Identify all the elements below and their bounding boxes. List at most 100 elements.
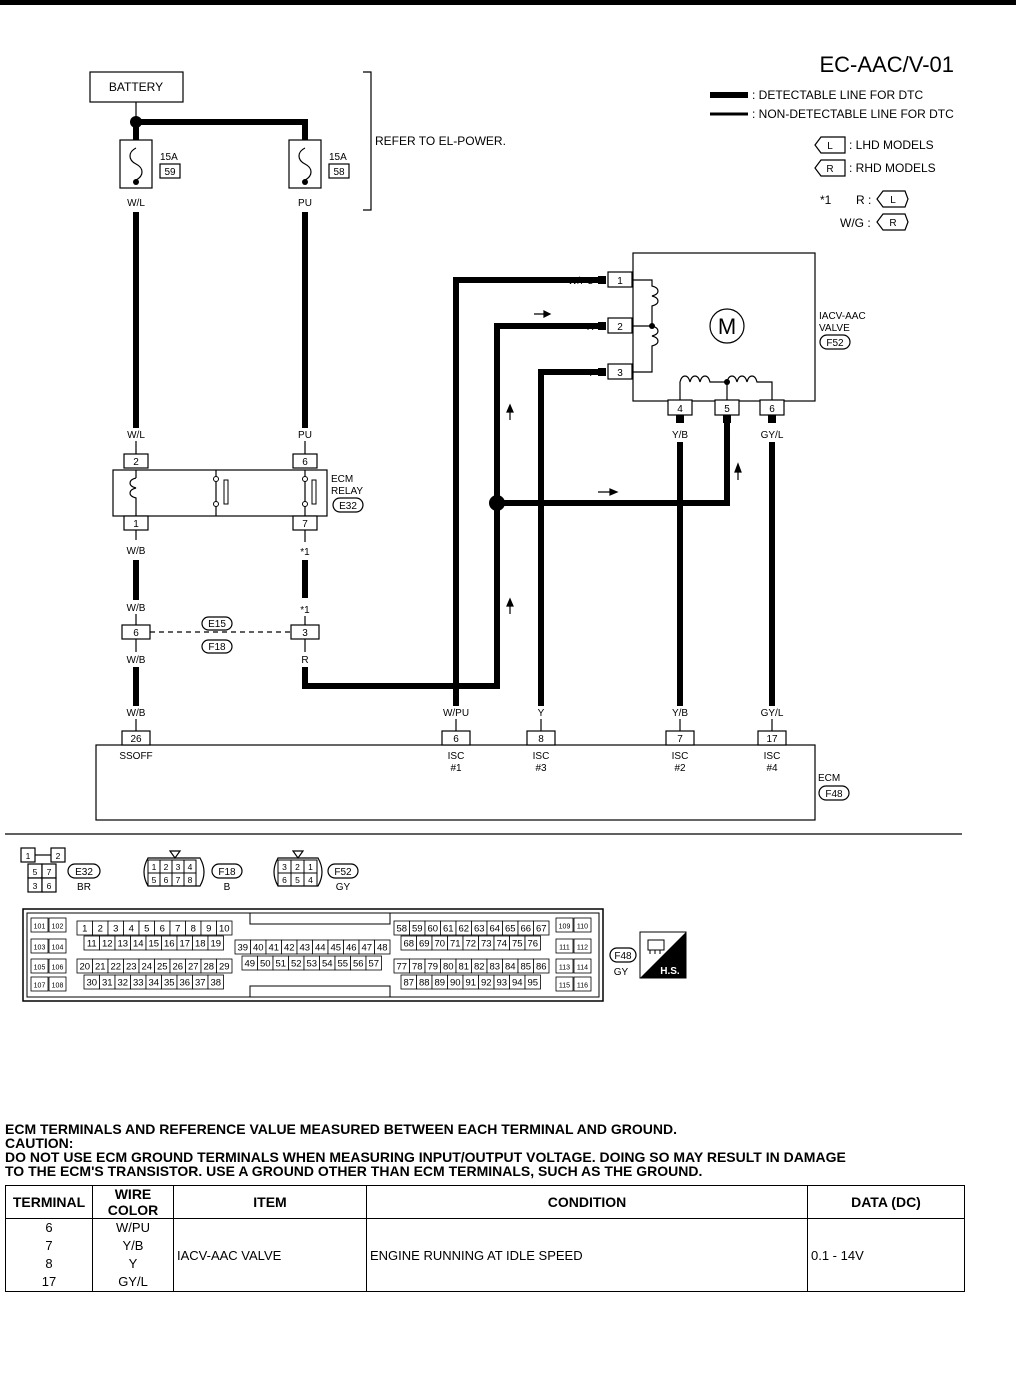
relay-contact-bottom (302, 501, 308, 507)
e32-pin-7-label: 7 (47, 867, 52, 877)
f18-pin-1-label: 1 (152, 862, 157, 872)
f48-pin-55-label: 55 (337, 959, 348, 970)
f48-pin-101 (30, 917, 49, 933)
valve-wire-4: Y/B (672, 430, 688, 441)
ecm-terminal-8-pin-label: 8 (538, 734, 544, 745)
arrow-icon (506, 403, 514, 420)
joint-wire-left-top: W/B (127, 603, 146, 614)
f48-pin-104-label: 104 (52, 945, 64, 952)
legend-lhd: : LHD MODELS (849, 138, 934, 152)
fuse-59-num-box (159, 163, 181, 179)
ecm-terminal-6-pin-label: 6 (453, 734, 459, 745)
arrow-icon (598, 488, 619, 496)
f48-pin-10-label: 10 (219, 924, 230, 935)
notes-caution: CAUTION: (5, 1135, 74, 1151)
e32-pin-6-label: 6 (47, 881, 52, 891)
joint-conn-top: E15 (208, 619, 226, 630)
f18-pin-8 (183, 872, 197, 887)
e32-id: E32 (75, 867, 93, 878)
battery-bus (136, 119, 308, 140)
note-rhd-badge (876, 213, 909, 231)
f48-pin-5-label: 5 (144, 924, 149, 935)
arrow-icon (734, 462, 742, 480)
relay-name-2: RELAY (331, 486, 363, 497)
f18-badge (211, 863, 243, 879)
f52-pin-1-label: 1 (308, 862, 313, 872)
f48-pin-71-label: 71 (450, 939, 461, 950)
f48-pin-107 (30, 976, 49, 992)
f18-key (168, 850, 182, 860)
f48-pin-31-label: 31 (102, 978, 113, 989)
rhd-badge-text: R (826, 164, 833, 175)
f48-pin-62-label: 62 (458, 924, 469, 935)
f48-pin-111-label: 111 (559, 945, 570, 952)
e32-pin-5-label: 5 (33, 867, 38, 877)
e32-pin-1-label: 1 (26, 851, 31, 861)
relay-link-top (213, 476, 219, 482)
joint-conn-bottom-badge (201, 639, 233, 654)
f48-pin-48 (374, 939, 391, 955)
connector-icon (647, 939, 665, 954)
e32-pin-3-label: 3 (33, 881, 38, 891)
f48-pin-113 (555, 958, 574, 974)
f48-pin-38 (207, 974, 224, 990)
valve-pin-2-mark (598, 322, 606, 330)
f48-pin-1-label: 1 (82, 924, 87, 935)
motor-circle (709, 308, 745, 344)
header-wire-color: WIRE COLOR (92, 1185, 174, 1219)
f48-pin-72-label: 72 (465, 939, 476, 950)
cell-terminals: 6 7 8 17 (5, 1218, 93, 1292)
f48-pin-4-label: 4 (129, 924, 134, 935)
ecm-terminal-6-label: ISC (448, 751, 465, 762)
terminal-value: 17 (41, 1274, 57, 1289)
f48-pin-52-label: 52 (291, 959, 302, 970)
f48-pin-112 (573, 938, 592, 954)
valve-pin-5-mark (723, 415, 731, 423)
valve-wire-6: GY/L (761, 430, 784, 441)
wire-y (538, 369, 606, 706)
relay-armature (223, 479, 229, 505)
ecm-terminal-7-pin-label: 7 (677, 734, 683, 745)
valve-wire-1: W/PU (568, 276, 594, 287)
f48-pin-95-label: 95 (527, 978, 538, 989)
diagram-code: EC-AAC/V-01 (820, 52, 955, 77)
wire-color-value: W/PU (116, 1220, 150, 1235)
f48-pin-108 (48, 976, 67, 992)
f48-pin-94-label: 94 (512, 978, 523, 989)
table-header-row: TERMINAL WIRE COLOR ITEM CONDITION DATA … (5, 1185, 965, 1219)
f18-color: B (224, 882, 231, 893)
legend-detectable: : DETECTABLE LINE FOR DTC (752, 88, 923, 102)
ecm-conn-badge (818, 785, 850, 801)
battery-label: BATTERY (109, 80, 163, 94)
f48-bottom-key (249, 985, 391, 998)
joint-wire-right-top: *1 (300, 605, 310, 616)
f18-pin-6-label: 6 (164, 875, 169, 885)
wire-r-to-pin5 (497, 414, 730, 506)
joint-connector: W/B *1 6 3 E15 F18 W/B R (121, 603, 320, 666)
relay-contact-arm (311, 479, 317, 505)
f48-top-key (249, 912, 391, 925)
f48-pin-75-label: 75 (512, 939, 523, 950)
notes-line-3: DO NOT USE ECM GROUND TERMINALS WHEN MEA… (5, 1149, 846, 1165)
ecm-terminal-7-label: ISC (672, 751, 689, 762)
joint-wire-right-bottom: R (301, 655, 308, 666)
f18-pin-2-label: 2 (164, 862, 169, 872)
f48-pin-67 (533, 920, 550, 936)
lhd-badge (814, 136, 846, 154)
ecm-terminal-8-pin (526, 730, 556, 746)
f48-pin-35-label: 35 (164, 978, 175, 989)
ecm-terminal-17-pin-label: 17 (766, 734, 778, 745)
rhd-badge (814, 159, 846, 177)
f48-pin-39-label: 39 (237, 943, 248, 954)
fuse-58-wire: PU (298, 198, 312, 209)
f48-pin-12-label: 12 (102, 939, 113, 950)
f48-pin-103-label: 103 (34, 945, 46, 952)
f48-pin-116-label: 116 (577, 983, 588, 990)
f48-pin-102-label: 102 (52, 924, 64, 931)
f48-pin-36-label: 36 (179, 978, 190, 989)
f48-pin-8-label: 8 (191, 924, 196, 935)
ecm-terminal-6-wire: W/PU (443, 708, 469, 719)
f48-pin-76 (524, 935, 541, 951)
f48-pin-107-label: 107 (34, 983, 46, 990)
legend-non-detectable: : NON-DETECTABLE LINE FOR DTC (752, 107, 954, 121)
